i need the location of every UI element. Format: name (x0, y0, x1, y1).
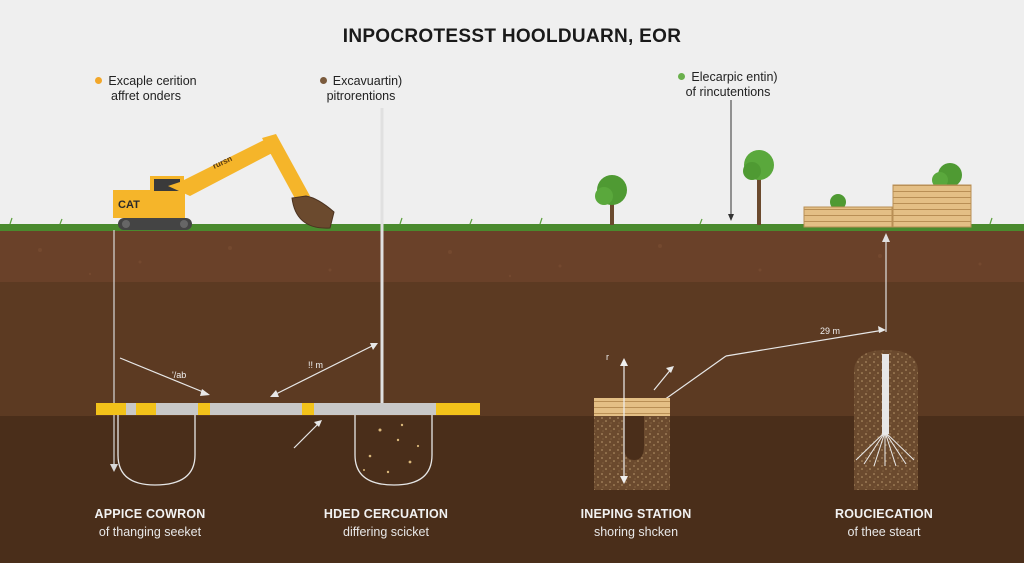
arrow-head (666, 366, 674, 373)
subsoil-layer (0, 282, 1024, 416)
caption-subtitle: differing scicket (343, 525, 429, 539)
caption-subtitle: of thee steart (847, 525, 921, 539)
caption-rouc: ROUCIECATION of thee steart (784, 507, 984, 539)
bullet-dot-icon (95, 77, 103, 84)
bullet-dot-icon (319, 77, 327, 84)
callout-line-2: of rincutentions (685, 85, 771, 99)
arrow-head (314, 420, 322, 427)
caption-title: HDED CERCUATION (323, 507, 449, 521)
arrow-head (620, 476, 628, 484)
grass-tufts (9, 217, 993, 225)
measurement-label: '/ab (172, 370, 187, 380)
arrow-head (878, 326, 886, 333)
caption-subtitle: of thanging seeket (98, 525, 202, 539)
caption-appice: APPICE COWRON of thanging seeket (50, 507, 250, 539)
shrub-icon (830, 163, 962, 210)
caption-subtitle: shoring shcken (593, 525, 679, 539)
caption-title: ROUCIECATION (835, 507, 933, 521)
callout-line-1: Excavuartin) (332, 74, 403, 88)
callout-excavation: Excaple cerition affret onders (86, 74, 206, 104)
arrow-head (110, 464, 118, 472)
measurement-label: !! m (308, 360, 323, 370)
diag-arrow-2 (271, 343, 377, 397)
caption-hded: HDED CERCUATION differing scicket (286, 507, 486, 539)
shoring-hole (624, 416, 644, 460)
bullet-dot-icon (678, 73, 686, 80)
measurement-label: 29 m (820, 326, 841, 336)
trench-fill-specks (363, 423, 420, 474)
callout-elecarpic: Elecarpic entin) of rincutentions (668, 70, 788, 100)
tree-icon (743, 150, 774, 225)
deep-soil-layer (0, 416, 1024, 563)
excavator-icon (113, 134, 335, 230)
warning-tape (96, 403, 480, 415)
callout-line-1: Excaple cerition (108, 74, 197, 88)
arrow-head (728, 214, 734, 221)
diag-arrow-3 (293, 421, 321, 449)
arrow-head (882, 233, 890, 242)
measurement-label: r (606, 352, 609, 362)
shoring-cap (594, 398, 670, 416)
callout-line-2: affret onders (111, 89, 181, 103)
arrow-head (270, 390, 279, 397)
caption-ineping: INEPING STATION shoring shcken (536, 507, 736, 539)
diag-arrow-1 (119, 357, 209, 395)
callout-pitroren: Excavuartin) pitrorentions (306, 74, 416, 104)
diag-arrow-4 (663, 355, 727, 401)
tree-icon (595, 175, 627, 225)
casing-rod (882, 354, 889, 434)
diag-arrow-6 (653, 367, 673, 391)
callout-line-2: pitrorentions (326, 89, 396, 103)
lumber-stack-icon (803, 184, 972, 228)
pipe (96, 403, 480, 415)
page-title: INPOCROTESST HOOLDUARN, EOR (342, 26, 682, 47)
topsoil-layer (0, 228, 1024, 282)
arrow-head (620, 358, 628, 366)
trench-outline-1 (117, 415, 196, 486)
trench-outline-2 (354, 415, 433, 486)
diag-arrow-5 (725, 329, 885, 357)
topsoil-texture (38, 244, 982, 278)
arrow-head (200, 389, 210, 396)
root-spray (855, 431, 915, 467)
arrow-head (370, 343, 378, 350)
grass-strip (0, 224, 1024, 231)
excavator-brand-label: CAT (118, 199, 140, 211)
caption-title: INEPING STATION (580, 507, 692, 521)
callout-line-1: Elecarpic entin) (691, 70, 778, 84)
caption-title: APPICE COWRON (94, 507, 206, 521)
